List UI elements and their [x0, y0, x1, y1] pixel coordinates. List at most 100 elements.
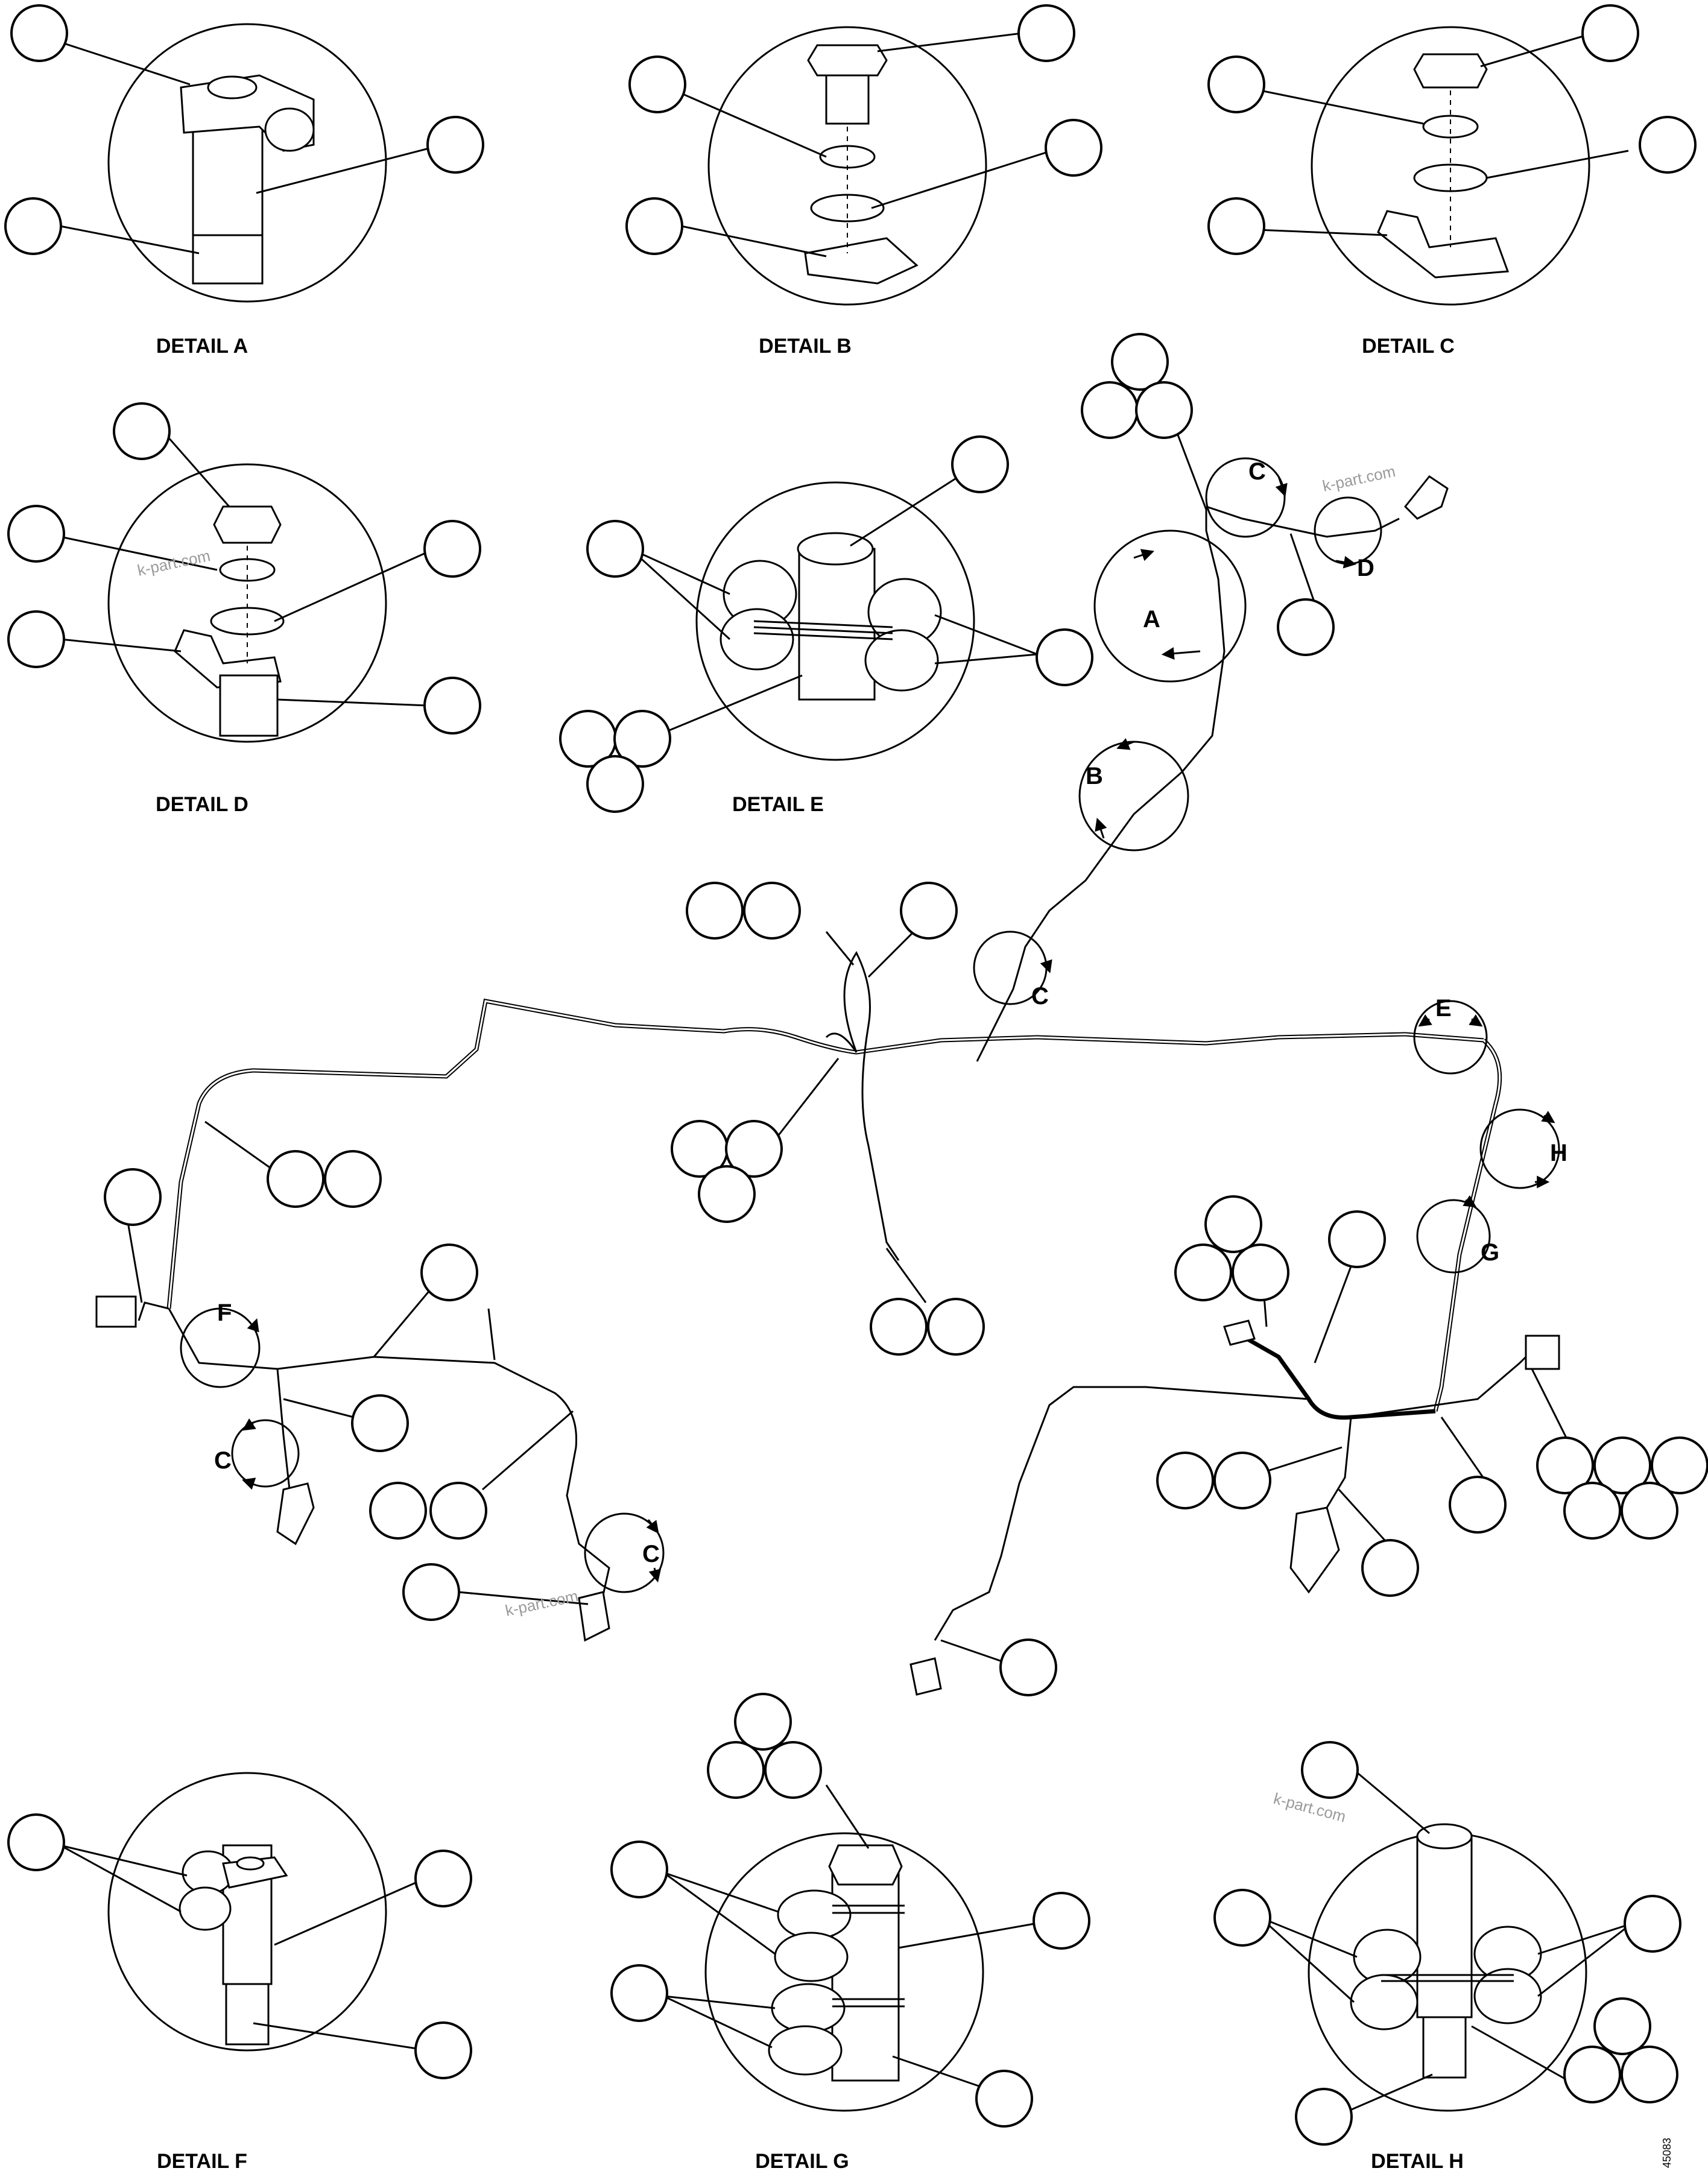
item-bubble — [113, 402, 171, 460]
item-bubble — [1232, 1243, 1289, 1301]
detail-g-clamp-4 — [768, 2025, 843, 2076]
callout-b: B — [1086, 763, 1103, 789]
item-bubble — [1593, 1997, 1651, 2055]
item-bubble — [900, 882, 958, 940]
detail-b-caption: DETAIL B — [759, 335, 852, 358]
bracket-bottom — [909, 1657, 942, 1696]
item-bubble — [1277, 598, 1335, 656]
item-bubble — [1081, 381, 1139, 439]
item-bubble — [628, 55, 686, 113]
item-bubble — [951, 435, 1009, 493]
callout-a: A — [1143, 606, 1160, 633]
item-bubble — [999, 1638, 1057, 1696]
detail-e-clamp-lower-right — [864, 629, 939, 692]
item-bubble — [414, 2021, 472, 2079]
item-bubble — [423, 520, 481, 578]
item-bubble — [610, 1841, 668, 1898]
detail-d-washer — [210, 607, 285, 636]
view-c-top-circle — [1205, 457, 1286, 538]
item-bubble — [1295, 2088, 1353, 2146]
item-bubble — [324, 1150, 382, 1208]
detail-g-clamp-2 — [774, 1932, 849, 1982]
item-bubble — [1204, 1195, 1262, 1253]
item-bubble — [7, 505, 65, 563]
watermark: k-part.com — [504, 1587, 580, 1620]
detail-g-clamp-3 — [771, 1983, 846, 2033]
item-bubble — [1207, 197, 1265, 255]
detail-a-post — [192, 234, 264, 285]
detail-c-caption: DETAIL C — [1362, 335, 1455, 358]
callout-d: D — [1357, 555, 1374, 581]
item-bubble — [7, 610, 65, 668]
item-bubble — [613, 710, 671, 768]
detail-h-post — [1422, 2016, 1467, 2079]
connector-top — [1403, 475, 1449, 520]
detail-a-clamp-loop — [264, 107, 315, 152]
item-bubble — [1581, 4, 1639, 62]
callout-e: E — [1435, 995, 1452, 1022]
item-bubble — [369, 1482, 427, 1540]
detail-f-caption: DETAIL F — [157, 2150, 247, 2173]
detail-e: DETAIL E — [559, 435, 1093, 816]
detail-c-nut — [1413, 53, 1488, 89]
item-bubble — [1651, 1436, 1708, 1494]
item-bubble — [1174, 1243, 1232, 1301]
view-c-bottom-circle — [584, 1512, 665, 1593]
item-bubble — [625, 197, 683, 255]
callout-f: F — [217, 1300, 232, 1326]
connector-left — [95, 1295, 137, 1328]
item-bubble — [1111, 333, 1169, 391]
detail-c-frame — [1311, 26, 1590, 306]
item-bubble — [1017, 4, 1075, 62]
detail-a-caption: DETAIL A — [156, 335, 248, 358]
detail-b-frame — [707, 26, 987, 306]
view-b-circle — [1078, 741, 1189, 852]
view-e-circle — [1413, 1000, 1488, 1075]
detail-h-clamp-ll — [1350, 1974, 1419, 2030]
detail-h-clamp-lr — [1473, 1968, 1542, 2024]
item-bubble — [414, 1850, 472, 1907]
main-harness-view: A C D B C E H G F C C — [95, 333, 1708, 1826]
detail-d-frame — [107, 463, 387, 743]
detail-g-frame — [704, 1832, 984, 2112]
bracket-left — [276, 1482, 315, 1546]
callout-c-mid: C — [1031, 983, 1049, 1010]
item-bubble — [1135, 381, 1193, 439]
item-bubble — [698, 1165, 756, 1223]
detail-b-bolt-head — [807, 44, 888, 77]
detail-g-clamp-1 — [777, 1889, 852, 1940]
detail-a-clamp-hole — [207, 75, 258, 100]
item-bubble — [1621, 1482, 1678, 1540]
item-bubble — [1563, 1482, 1621, 1540]
detail-f-post — [225, 1983, 270, 2046]
item-bubble — [1361, 1539, 1419, 1597]
detail-c: DETAIL C — [1207, 4, 1697, 358]
item-bubble — [686, 882, 744, 940]
item-bubble — [351, 1394, 409, 1452]
detail-h-standoff-top — [1416, 1823, 1473, 1850]
item-bubble — [420, 1243, 478, 1301]
callout-h: H — [1550, 1140, 1567, 1166]
item-bubble — [1213, 1452, 1271, 1509]
callout-c-left: C — [214, 1447, 232, 1474]
detail-f-clamp-lower — [179, 1886, 232, 1931]
item-bubble — [586, 755, 644, 813]
view-a-circle — [1093, 529, 1247, 683]
detail-h-standoff — [1416, 1835, 1473, 2018]
item-bubble — [1156, 1452, 1214, 1509]
detail-e-caption: DETAIL E — [732, 793, 824, 816]
detail-f-frame — [107, 1772, 387, 2052]
bracket-center — [578, 1591, 610, 1642]
detail-g-caption: DETAIL G — [755, 2150, 849, 2173]
item-bubble — [267, 1150, 324, 1208]
connector-mid-right — [1223, 1319, 1256, 1346]
item-bubble — [975, 2070, 1033, 2128]
item-bubble — [1621, 2046, 1678, 2103]
item-bubble — [870, 1298, 928, 1356]
detail-b-clamp — [804, 237, 919, 285]
item-bubble — [429, 1482, 487, 1540]
callout-c-bottom: C — [642, 1541, 660, 1567]
item-bubble — [1563, 2046, 1621, 2103]
item-bubble — [1536, 1436, 1594, 1494]
detail-f: DETAIL F — [7, 1772, 472, 2173]
